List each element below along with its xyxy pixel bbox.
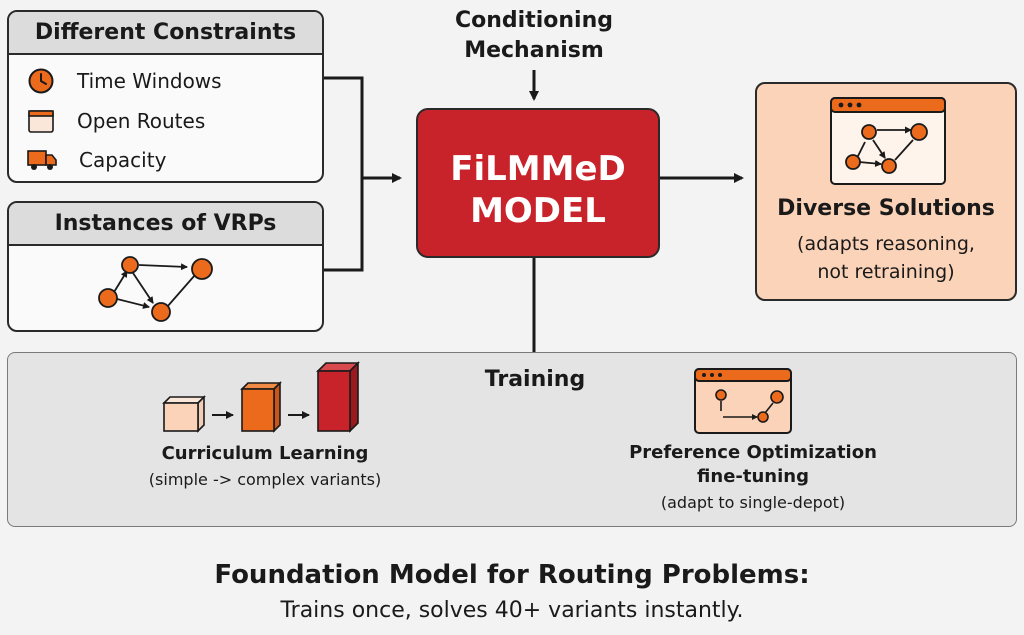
solutions-subtitle: (adapts reasoning, not retraining) (757, 230, 1015, 286)
constraint-capacity: Capacity (27, 147, 166, 173)
preference-title-line1: Preference Optimization (629, 442, 877, 463)
constraint-label: Capacity (79, 148, 167, 172)
preference-subtitle: (adapt to single-depot) (660, 493, 846, 512)
constraint-open-routes: Open Routes (27, 107, 205, 135)
constraints-title: Different Constraints (9, 12, 322, 55)
preference-title-line2: fine-tuning (697, 466, 809, 487)
solutions-subtitle-line1: (adapts reasoning, (797, 233, 975, 255)
footer-title: Foundation Model for Routing Problems: (214, 560, 810, 590)
constraint-label: Open Routes (77, 109, 206, 133)
instances-panel: Instances of VRPs (7, 201, 324, 332)
solutions-title: Diverse Solutions (777, 196, 995, 221)
constraint-label: Time Windows (77, 69, 222, 93)
preference-title: Preference Optimization fine-tuning (603, 441, 903, 489)
curriculum-title: Curriculum Learning (161, 443, 369, 464)
solutions-subtitle-line2: not retraining) (817, 261, 955, 283)
constraints-connector (323, 76, 364, 272)
browser-graph-icon (829, 96, 947, 186)
route-graph-icon (97, 253, 227, 325)
constraints-panel: Different Constraints Time Windows Open … (7, 10, 324, 183)
training-title: Training (484, 367, 586, 392)
model-box: FiLMMeD MODEL (416, 108, 660, 258)
conditioning-label-line2: Mechanism (464, 38, 604, 63)
conditioning-label: Conditioning Mechanism (424, 6, 644, 66)
clock-icon (27, 67, 55, 95)
constraint-time-windows: Time Windows (27, 67, 222, 95)
footer-subtitle: Trains once, solves 40+ variants instant… (280, 598, 744, 623)
training-panel: Training Curriculum Learning (simpl (7, 352, 1017, 527)
truck-icon (27, 147, 57, 173)
ascending-cubes-icon (160, 357, 370, 437)
browser-graph-icon (693, 367, 793, 435)
solutions-panel: Diverse Solutions (adapts reasoning, not… (755, 82, 1017, 301)
model-name: FiLMMeD MODEL (418, 148, 658, 232)
calendar-icon (27, 107, 55, 135)
model-name-line2: MODEL (470, 191, 606, 231)
conditioning-label-line1: Conditioning (455, 8, 613, 33)
instances-title: Instances of VRPs (9, 203, 322, 246)
curriculum-subtitle: (simple -> complex variants) (148, 470, 382, 489)
model-name-line1: FiLMMeD (450, 149, 626, 189)
